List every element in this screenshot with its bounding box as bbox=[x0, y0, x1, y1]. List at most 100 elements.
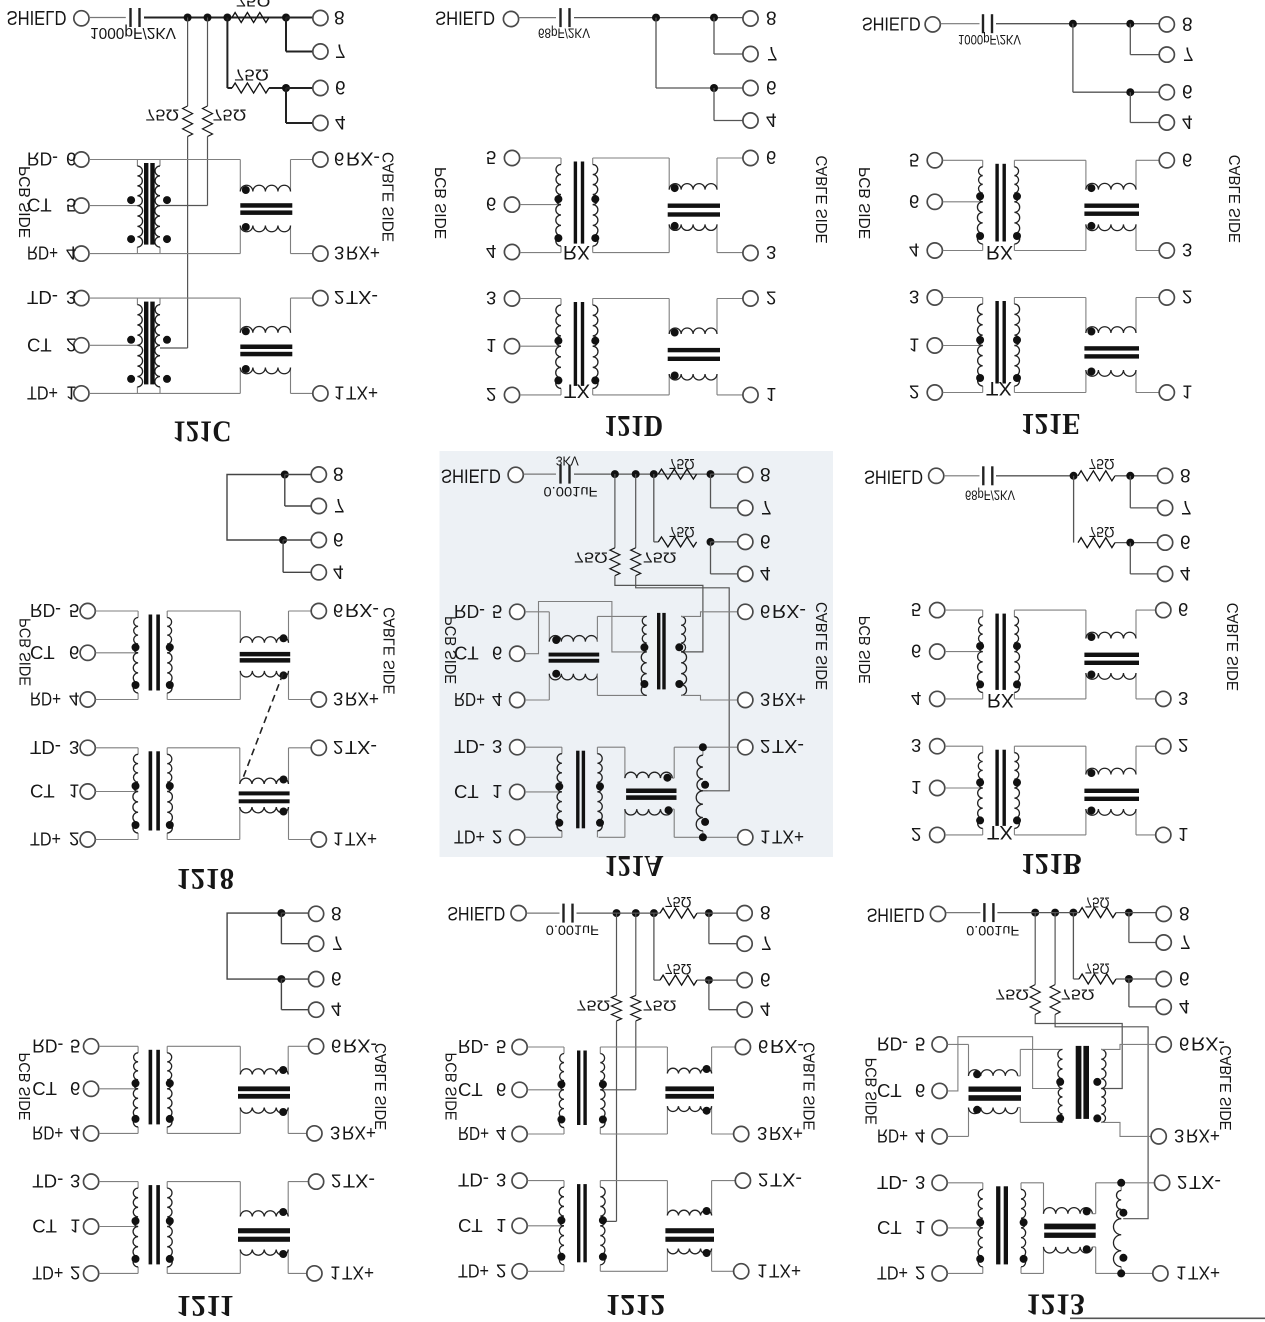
svg-text:TD-: TD- bbox=[877, 1172, 908, 1193]
svg-text:CT: CT bbox=[30, 642, 55, 663]
svg-text:1: 1 bbox=[70, 1216, 80, 1237]
svg-text:RX+: RX+ bbox=[346, 243, 380, 264]
svg-text:3: 3 bbox=[334, 243, 344, 264]
svg-text:75Ω: 75Ω bbox=[669, 523, 695, 540]
svg-text:RD+: RD+ bbox=[32, 1122, 63, 1143]
svg-text:6: 6 bbox=[760, 968, 771, 989]
svg-text:CABLE SIDE: CABLE SIDE bbox=[814, 602, 831, 690]
svg-text:6: 6 bbox=[1182, 80, 1193, 101]
svg-text:6: 6 bbox=[69, 642, 79, 663]
svg-text:CT: CT bbox=[27, 195, 52, 216]
svg-text:RD-: RD- bbox=[454, 601, 485, 622]
svg-text:3: 3 bbox=[1178, 688, 1188, 709]
svg-text:6: 6 bbox=[760, 601, 770, 622]
svg-text:6: 6 bbox=[333, 528, 344, 549]
svg-text:4: 4 bbox=[492, 689, 502, 710]
svg-text:5: 5 bbox=[492, 601, 502, 622]
svg-text:TX+: TX+ bbox=[342, 1262, 374, 1283]
svg-text:2: 2 bbox=[334, 287, 344, 308]
svg-text:3: 3 bbox=[1182, 240, 1192, 261]
svg-text:SHIELD: SHIELD bbox=[864, 466, 923, 487]
svg-text:4: 4 bbox=[915, 1125, 925, 1146]
svg-text:4: 4 bbox=[1179, 995, 1190, 1016]
svg-text:RX+: RX+ bbox=[772, 689, 806, 710]
svg-text:7: 7 bbox=[1180, 931, 1191, 952]
svg-text:RD+: RD+ bbox=[877, 1125, 908, 1146]
svg-text:TX: TX bbox=[987, 821, 1013, 843]
svg-text:3: 3 bbox=[330, 1122, 340, 1143]
svg-text:1211: 1211 bbox=[176, 1289, 234, 1322]
svg-text:5: 5 bbox=[70, 1035, 80, 1056]
svg-text:2: 2 bbox=[331, 1171, 341, 1192]
svg-text:TD-: TD- bbox=[27, 287, 58, 308]
svg-text:6: 6 bbox=[1179, 967, 1190, 988]
svg-text:4: 4 bbox=[486, 241, 496, 262]
svg-text:5: 5 bbox=[911, 599, 921, 620]
svg-text:3: 3 bbox=[333, 689, 343, 710]
svg-text:4: 4 bbox=[66, 243, 76, 264]
svg-text:RX-: RX- bbox=[343, 1035, 377, 1056]
svg-text:1: 1 bbox=[1182, 382, 1192, 403]
svg-text:CT: CT bbox=[32, 1216, 57, 1237]
svg-text:4: 4 bbox=[1182, 111, 1193, 132]
svg-text:75Ω: 75Ω bbox=[643, 549, 677, 566]
svg-text:75Ω: 75Ω bbox=[1085, 893, 1110, 910]
svg-text:2: 2 bbox=[1178, 735, 1188, 756]
svg-text:6: 6 bbox=[1180, 531, 1191, 552]
svg-text:TD-: TD- bbox=[454, 736, 485, 757]
svg-text:PCB SIDE: PCB SIDE bbox=[433, 167, 450, 239]
svg-text:75Ω: 75Ω bbox=[574, 549, 608, 566]
svg-text:CT: CT bbox=[458, 1215, 483, 1236]
svg-text:5: 5 bbox=[69, 600, 79, 621]
svg-text:TX: TX bbox=[986, 377, 1012, 399]
svg-text:SHIELD: SHIELD bbox=[435, 7, 495, 28]
svg-text:4: 4 bbox=[760, 562, 771, 583]
svg-text:RD+: RD+ bbox=[458, 1123, 489, 1144]
svg-text:RX+: RX+ bbox=[342, 1122, 376, 1143]
svg-text:7: 7 bbox=[332, 932, 343, 953]
svg-text:2: 2 bbox=[70, 1262, 80, 1283]
svg-text:CT: CT bbox=[458, 1079, 483, 1100]
svg-text:1212: 1212 bbox=[605, 1288, 665, 1322]
svg-text:1: 1 bbox=[915, 1217, 925, 1238]
svg-text:TX-: TX- bbox=[1189, 1172, 1221, 1193]
svg-text:3: 3 bbox=[486, 288, 496, 309]
svg-text:3: 3 bbox=[915, 1172, 925, 1193]
svg-text:PCB SIDE: PCB SIDE bbox=[17, 1053, 34, 1121]
svg-text:RD-: RD- bbox=[30, 600, 61, 621]
svg-text:7: 7 bbox=[334, 494, 345, 515]
svg-text:RX: RX bbox=[987, 689, 1014, 711]
svg-text:CT: CT bbox=[27, 334, 52, 355]
svg-text:3: 3 bbox=[909, 287, 919, 308]
svg-text:6: 6 bbox=[911, 641, 921, 662]
svg-text:1213: 1213 bbox=[1026, 1287, 1085, 1322]
svg-text:TD+: TD+ bbox=[877, 1262, 908, 1283]
svg-text:6: 6 bbox=[334, 149, 344, 170]
svg-text:4: 4 bbox=[766, 109, 777, 130]
svg-text:2: 2 bbox=[333, 737, 343, 758]
svg-text:RX-: RX- bbox=[345, 600, 379, 621]
svg-text:3: 3 bbox=[69, 737, 79, 758]
svg-text:PCB SIDE: PCB SIDE bbox=[18, 618, 35, 686]
svg-text:75Ω: 75Ω bbox=[145, 106, 179, 123]
svg-text:4: 4 bbox=[335, 111, 346, 132]
svg-text:2: 2 bbox=[496, 1260, 506, 1281]
svg-text:TD+: TD+ bbox=[27, 382, 58, 403]
svg-text:TD+: TD+ bbox=[32, 1262, 63, 1283]
svg-text:121B: 121B bbox=[1021, 847, 1082, 882]
svg-text:6: 6 bbox=[496, 1079, 506, 1100]
svg-text:75Ω: 75Ω bbox=[669, 455, 695, 472]
svg-text:6: 6 bbox=[331, 1035, 341, 1056]
svg-text:8: 8 bbox=[760, 901, 771, 922]
svg-text:RD+: RD+ bbox=[27, 243, 58, 264]
svg-text:6: 6 bbox=[66, 149, 76, 170]
svg-text:CABLE SIDE: CABLE SIDE bbox=[380, 152, 397, 242]
svg-text:RD+: RD+ bbox=[30, 689, 61, 710]
svg-text:4: 4 bbox=[1180, 562, 1191, 583]
svg-text:8: 8 bbox=[331, 902, 342, 923]
svg-text:3: 3 bbox=[760, 689, 770, 710]
svg-text:RX: RX bbox=[986, 241, 1013, 263]
svg-text:1: 1 bbox=[1178, 824, 1188, 845]
svg-text:121C: 121C bbox=[173, 415, 232, 450]
svg-text:5: 5 bbox=[66, 195, 76, 216]
